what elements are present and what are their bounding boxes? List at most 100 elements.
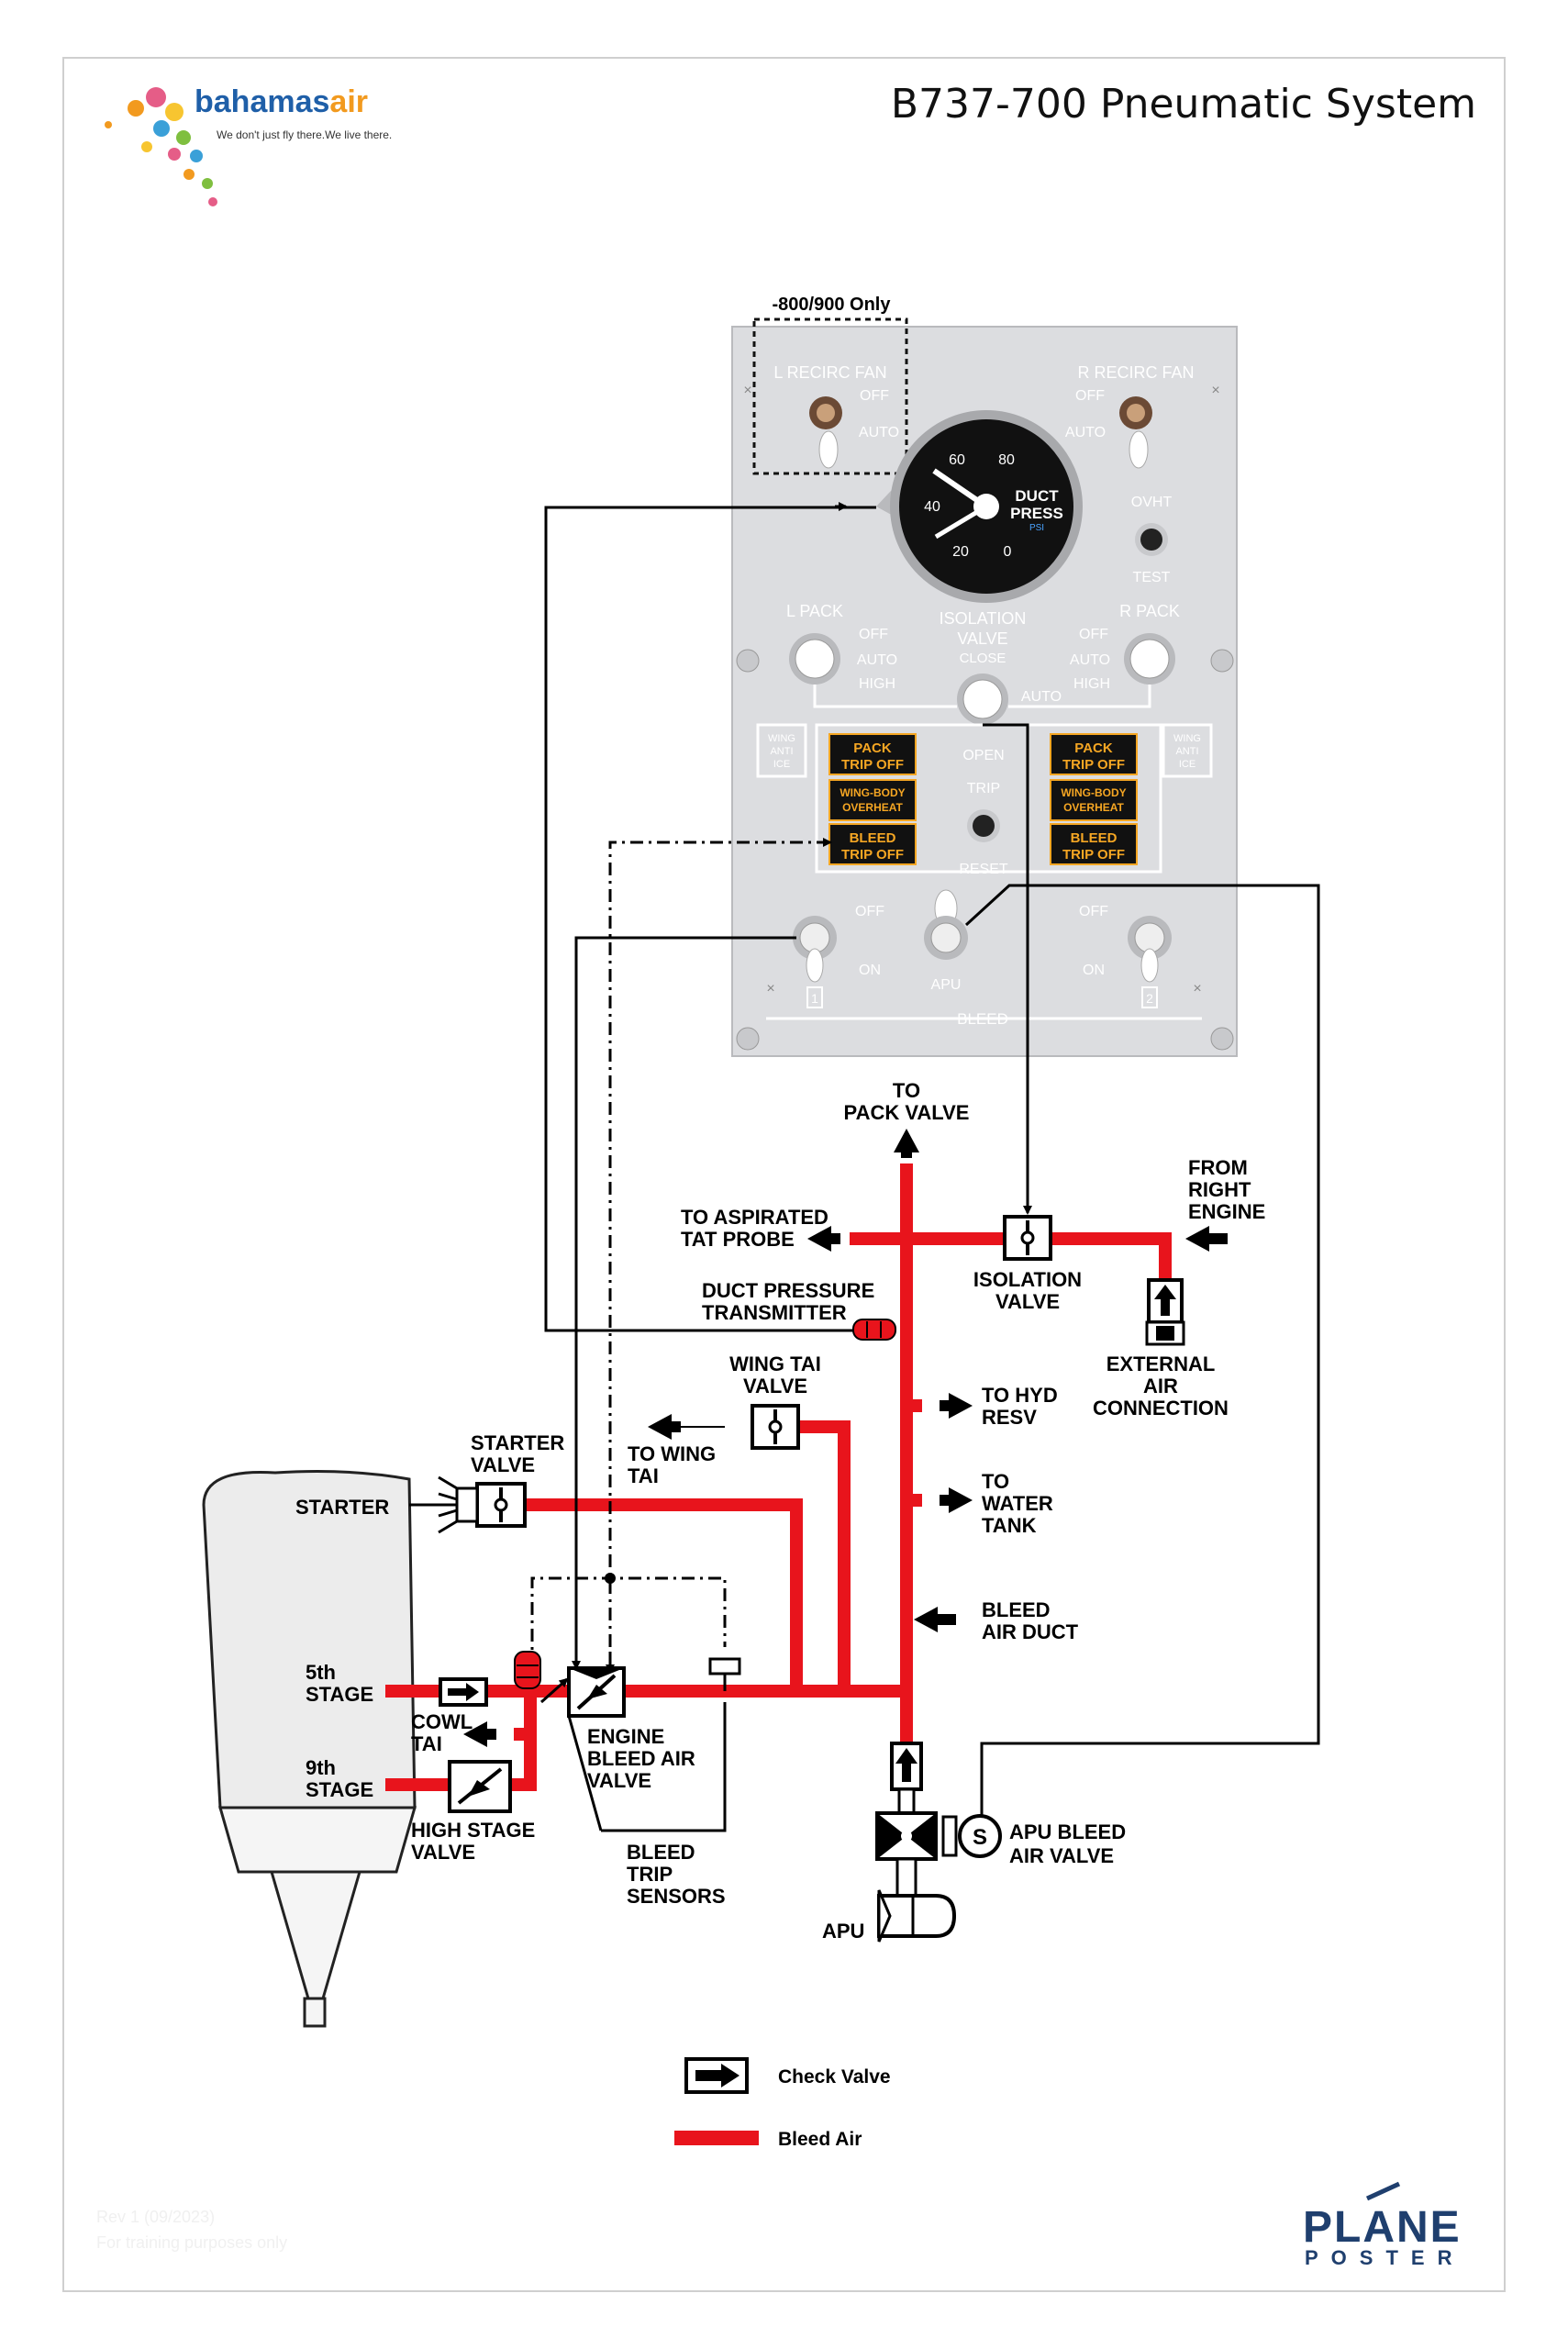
r-recirc-fan-label: R RECIRC FAN bbox=[1077, 363, 1194, 382]
svg-text:AIR VALVE: AIR VALVE bbox=[1009, 1844, 1114, 1867]
svg-text:OPEN: OPEN bbox=[962, 748, 1004, 763]
svg-text:ENGINE: ENGINE bbox=[587, 1725, 664, 1748]
svg-text:BLEED: BLEED bbox=[982, 1598, 1051, 1621]
svg-text:OFF: OFF bbox=[859, 627, 888, 642]
bleed-air-panel: × × × × -800/900 Only L RECIRC FAN R REC… bbox=[731, 295, 1238, 1057]
plane-poster-logo: PLANE bbox=[1303, 2203, 1462, 2252]
apu-bleed-air-valve-icon: S bbox=[875, 1811, 1002, 1898]
svg-text:WATER: WATER bbox=[982, 1492, 1053, 1515]
svg-text:RIGHT: RIGHT bbox=[1188, 1178, 1251, 1201]
svg-text:EXTERNAL: EXTERNAL bbox=[1106, 1353, 1216, 1375]
bleed-2-switch[interactable] bbox=[1128, 916, 1172, 983]
option-note: -800/900 Only bbox=[773, 295, 892, 315]
svg-text:HIGH STAGE: HIGH STAGE bbox=[411, 1819, 535, 1842]
poster-title: B737-700 Pneumatic System bbox=[890, 81, 1476, 128]
external-air-check-valve-icon bbox=[1145, 1278, 1185, 1346]
svg-text:BLEED: BLEED bbox=[850, 830, 896, 846]
footer-note: Rev 1 (09/2023)For training purposes onl… bbox=[96, 2208, 288, 2252]
isolation-valve-icon bbox=[1003, 1215, 1052, 1261]
svg-text:OFF: OFF bbox=[1079, 627, 1108, 642]
apu-icon bbox=[877, 1889, 957, 1943]
svg-text:RESV: RESV bbox=[982, 1406, 1037, 1429]
svg-text:TRIP: TRIP bbox=[627, 1863, 673, 1886]
l-pack-switch[interactable] bbox=[789, 633, 840, 685]
svg-text:STAGE: STAGE bbox=[306, 1683, 373, 1706]
svg-text:OFF: OFF bbox=[1079, 904, 1108, 919]
svg-text:20: 20 bbox=[952, 544, 969, 560]
svg-text:PSI: PSI bbox=[1029, 523, 1044, 533]
svg-text:ISOLATION: ISOLATION bbox=[973, 1268, 1082, 1291]
r-pack-switch[interactable] bbox=[1124, 633, 1175, 685]
svg-text:BLEED AIR: BLEED AIR bbox=[587, 1747, 695, 1770]
l-recirc-fan-switch[interactable] bbox=[809, 396, 842, 469]
plane-poster-logo-sub: POSTER bbox=[1305, 2246, 1465, 2269]
engine-nacelle bbox=[202, 1470, 417, 2028]
starter-valve-icon bbox=[409, 1475, 527, 1534]
svg-text:CONNECTION: CONNECTION bbox=[1093, 1397, 1229, 1419]
engine-bleed-air-valve-icon bbox=[567, 1666, 626, 1718]
5th-stage-check-valve-icon bbox=[439, 1677, 488, 1707]
svg-text:TO HYD: TO HYD bbox=[982, 1384, 1058, 1407]
legend-bleed-air: Bleed Air bbox=[778, 2129, 862, 2150]
svg-text:PRESS: PRESS bbox=[1010, 505, 1063, 522]
svg-text:OVERHEAT: OVERHEAT bbox=[842, 801, 903, 814]
svg-text:TRIP OFF: TRIP OFF bbox=[1062, 757, 1125, 773]
l-pack-trip-off-light: PACK TRIP OFF bbox=[828, 733, 917, 775]
svg-text:PACK VALVE: PACK VALVE bbox=[844, 1101, 970, 1124]
svg-text:TO WING: TO WING bbox=[628, 1442, 716, 1465]
svg-text:DUCT PRESSURE: DUCT PRESSURE bbox=[702, 1279, 874, 1302]
svg-text:WING TAI: WING TAI bbox=[729, 1353, 821, 1375]
svg-text:BLEED: BLEED bbox=[957, 1010, 1008, 1028]
svg-text:BLEED: BLEED bbox=[1071, 830, 1118, 846]
svg-text:×: × bbox=[1211, 383, 1219, 398]
svg-text:VALVE: VALVE bbox=[411, 1841, 475, 1864]
svg-text:AIR: AIR bbox=[1143, 1375, 1178, 1397]
svg-text:ON: ON bbox=[1083, 963, 1105, 978]
svg-text:AUTO: AUTO bbox=[1021, 689, 1062, 705]
apu-bleed-switch[interactable] bbox=[924, 889, 968, 960]
r-bleed-trip-off-light: BLEED TRIP OFF bbox=[1050, 823, 1138, 865]
brand-logo-text: bahamasair bbox=[195, 84, 368, 119]
svg-text:CLOSE: CLOSE bbox=[960, 651, 1006, 666]
l-wing-body-overheat-light: WING-BODY OVERHEAT bbox=[828, 779, 917, 821]
r-pack-trip-off-light: PACK TRIP OFF bbox=[1050, 733, 1138, 775]
svg-text:STARTER: STARTER bbox=[295, 1496, 389, 1519]
bleed-1-switch[interactable] bbox=[793, 916, 837, 983]
duct-press-gauge: 60 80 40 20 0 DUCT PRESS PSI bbox=[876, 410, 1083, 603]
svg-text:40: 40 bbox=[924, 499, 940, 515]
svg-text:AUTO: AUTO bbox=[857, 652, 897, 668]
svg-text:2: 2 bbox=[1146, 991, 1153, 1006]
solenoid-label: S bbox=[973, 1825, 987, 1850]
svg-text:WING: WING bbox=[768, 733, 795, 744]
svg-text:STAGE: STAGE bbox=[306, 1778, 373, 1801]
legend-check-valve: Check Valve bbox=[778, 2066, 891, 2087]
svg-text:APU: APU bbox=[822, 1920, 864, 1943]
svg-text:TAT PROBE: TAT PROBE bbox=[681, 1228, 795, 1251]
ovht-label: OVHT bbox=[1131, 495, 1173, 510]
control-lines bbox=[540, 502, 1320, 1832]
svg-text:WING: WING bbox=[1173, 733, 1201, 744]
svg-text:ANTI: ANTI bbox=[1175, 746, 1198, 757]
bleed-trip-sensor-icon bbox=[708, 1657, 741, 1691]
plane-poster-swoosh bbox=[1365, 2181, 1401, 2201]
svg-text:TANK: TANK bbox=[982, 1514, 1037, 1537]
svg-text:BLEED: BLEED bbox=[627, 1841, 695, 1864]
svg-text:DUCT: DUCT bbox=[1015, 487, 1059, 505]
isolation-valve-panel-label: ISOLATION bbox=[940, 609, 1027, 628]
svg-text:TRIP OFF: TRIP OFF bbox=[841, 847, 904, 863]
svg-text:SENSORS: SENSORS bbox=[627, 1885, 726, 1908]
l-recirc-auto: AUTO bbox=[859, 425, 899, 440]
high-stage-valve-icon bbox=[448, 1760, 512, 1813]
svg-text:PACK: PACK bbox=[1074, 740, 1113, 756]
svg-text:TRANSMITTER: TRANSMITTER bbox=[702, 1301, 847, 1324]
svg-text:TO ASPIRATED: TO ASPIRATED bbox=[681, 1206, 828, 1229]
r-recirc-fan-switch[interactable] bbox=[1119, 396, 1152, 469]
isolation-valve-switch[interactable] bbox=[957, 674, 1008, 725]
svg-text:WING-BODY: WING-BODY bbox=[1061, 786, 1126, 799]
l-recirc-fan-label: L RECIRC FAN bbox=[773, 363, 886, 382]
svg-text:STARTER: STARTER bbox=[471, 1431, 564, 1454]
svg-text:WING-BODY: WING-BODY bbox=[840, 786, 905, 799]
l-pack-label: L PACK bbox=[786, 602, 843, 620]
legend: Check Valve Bleed Air bbox=[674, 2057, 891, 2150]
